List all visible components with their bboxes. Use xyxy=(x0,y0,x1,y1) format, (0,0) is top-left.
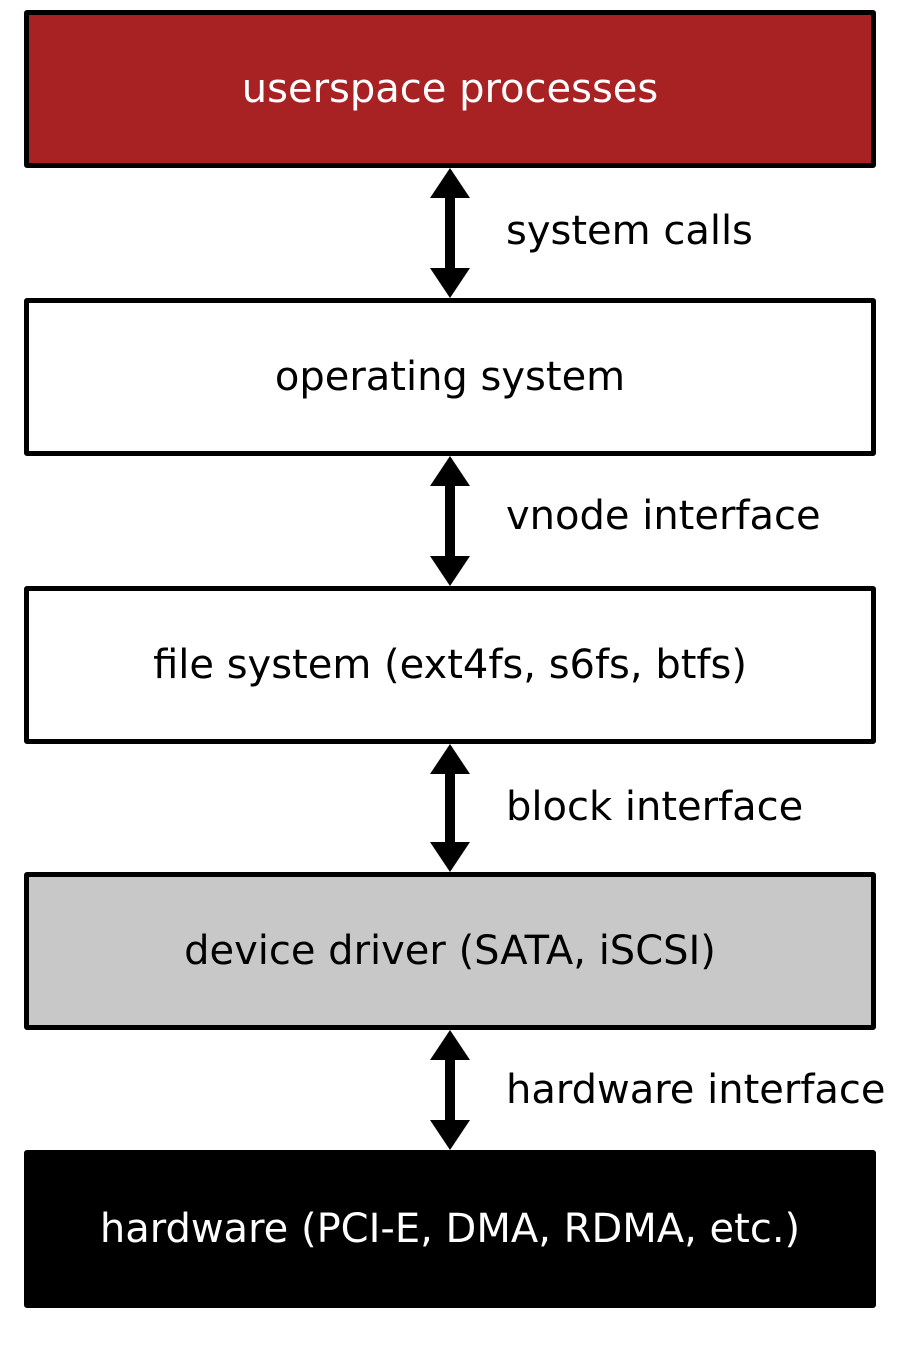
arrow-head-up xyxy=(430,456,470,486)
arrow-head-up xyxy=(430,168,470,198)
layer-label-userspace-processes: userspace processes xyxy=(241,66,659,112)
double-arrow-icon xyxy=(430,744,470,872)
arrow-head-up xyxy=(430,744,470,774)
connection-label-vnode-interface: vnode interface xyxy=(506,493,821,539)
arrow-shaft xyxy=(445,773,455,843)
layer-label-device-driver: device driver (SATA, iSCSI) xyxy=(184,928,716,974)
layer-userspace-processes: userspace processes xyxy=(24,10,876,168)
arrow-head-down xyxy=(430,1120,470,1150)
double-arrow-icon xyxy=(430,1030,470,1150)
arrow-head-down xyxy=(430,556,470,586)
connection-label-block-interface: block interface xyxy=(506,784,804,830)
arrow-shaft xyxy=(445,1059,455,1121)
arrow-head-down xyxy=(430,842,470,872)
layer-file-system: file system (ext4fs, s6fs, btfs) xyxy=(24,586,876,744)
layer-label-hardware: hardware (PCI-E, DMA, RDMA, etc.) xyxy=(99,1206,801,1252)
double-arrow-icon xyxy=(430,168,470,298)
layer-hardware: hardware (PCI-E, DMA, RDMA, etc.) xyxy=(24,1150,876,1308)
layer-label-operating-system: operating system xyxy=(274,354,626,400)
connection-label-hardware-interface: hardware interface xyxy=(506,1067,886,1113)
arrow-shaft xyxy=(445,197,455,269)
connection-label-system-calls: system calls xyxy=(506,208,753,254)
arrow-head-up xyxy=(430,1030,470,1060)
layer-device-driver: device driver (SATA, iSCSI) xyxy=(24,872,876,1030)
layer-label-file-system: file system (ext4fs, s6fs, btfs) xyxy=(153,642,747,688)
layer-operating-system: operating system xyxy=(24,298,876,456)
arrow-head-down xyxy=(430,268,470,298)
arrow-shaft xyxy=(445,485,455,557)
double-arrow-icon xyxy=(430,456,470,586)
